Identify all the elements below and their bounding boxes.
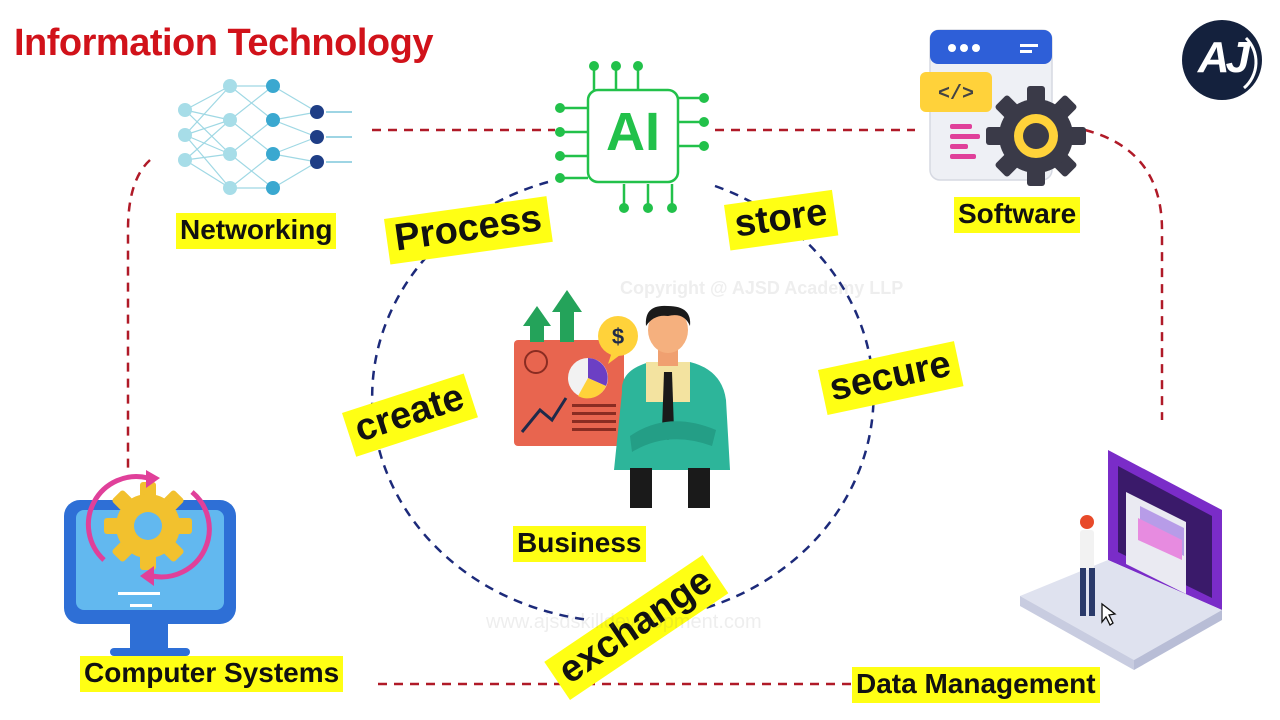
gear-icon	[104, 482, 192, 570]
business-label: Business	[513, 526, 646, 562]
page-title: Information Technology	[14, 22, 433, 64]
businessman-icon	[614, 305, 730, 508]
data-management-label: Data Management	[852, 667, 1100, 703]
software-window-icon: </>	[920, 29, 1053, 181]
gear-icon	[986, 86, 1086, 186]
ai-chip-label: AI	[606, 102, 660, 162]
brand-logo	[1182, 20, 1262, 100]
ai-chip-icon	[555, 61, 709, 213]
laptop-icon	[1020, 450, 1222, 670]
business-chart-icon: $	[514, 290, 638, 446]
networking-label: Networking	[176, 213, 337, 249]
software-label: Software	[954, 197, 1081, 233]
neural-network-icon	[178, 79, 352, 195]
copyright-watermark: Copyright @ AJSD Academy LLP	[620, 278, 904, 298]
svg-text:$: $	[612, 324, 624, 349]
refresh-arrows-icon	[85, 474, 212, 580]
arrowhead-icon	[140, 470, 160, 586]
website-watermark: www.ajsdskilldevelopment.com	[486, 611, 762, 633]
person-icon	[1080, 515, 1095, 616]
computer-systems-label: Computer Systems	[80, 656, 344, 692]
brand-logo-text: AJ	[1197, 33, 1250, 82]
svg-text:</>: </>	[938, 83, 974, 106]
outer-dashed-connector	[126, 128, 1164, 686]
cursor-icon	[1101, 602, 1117, 626]
file-cabinet-icon	[1126, 492, 1186, 594]
